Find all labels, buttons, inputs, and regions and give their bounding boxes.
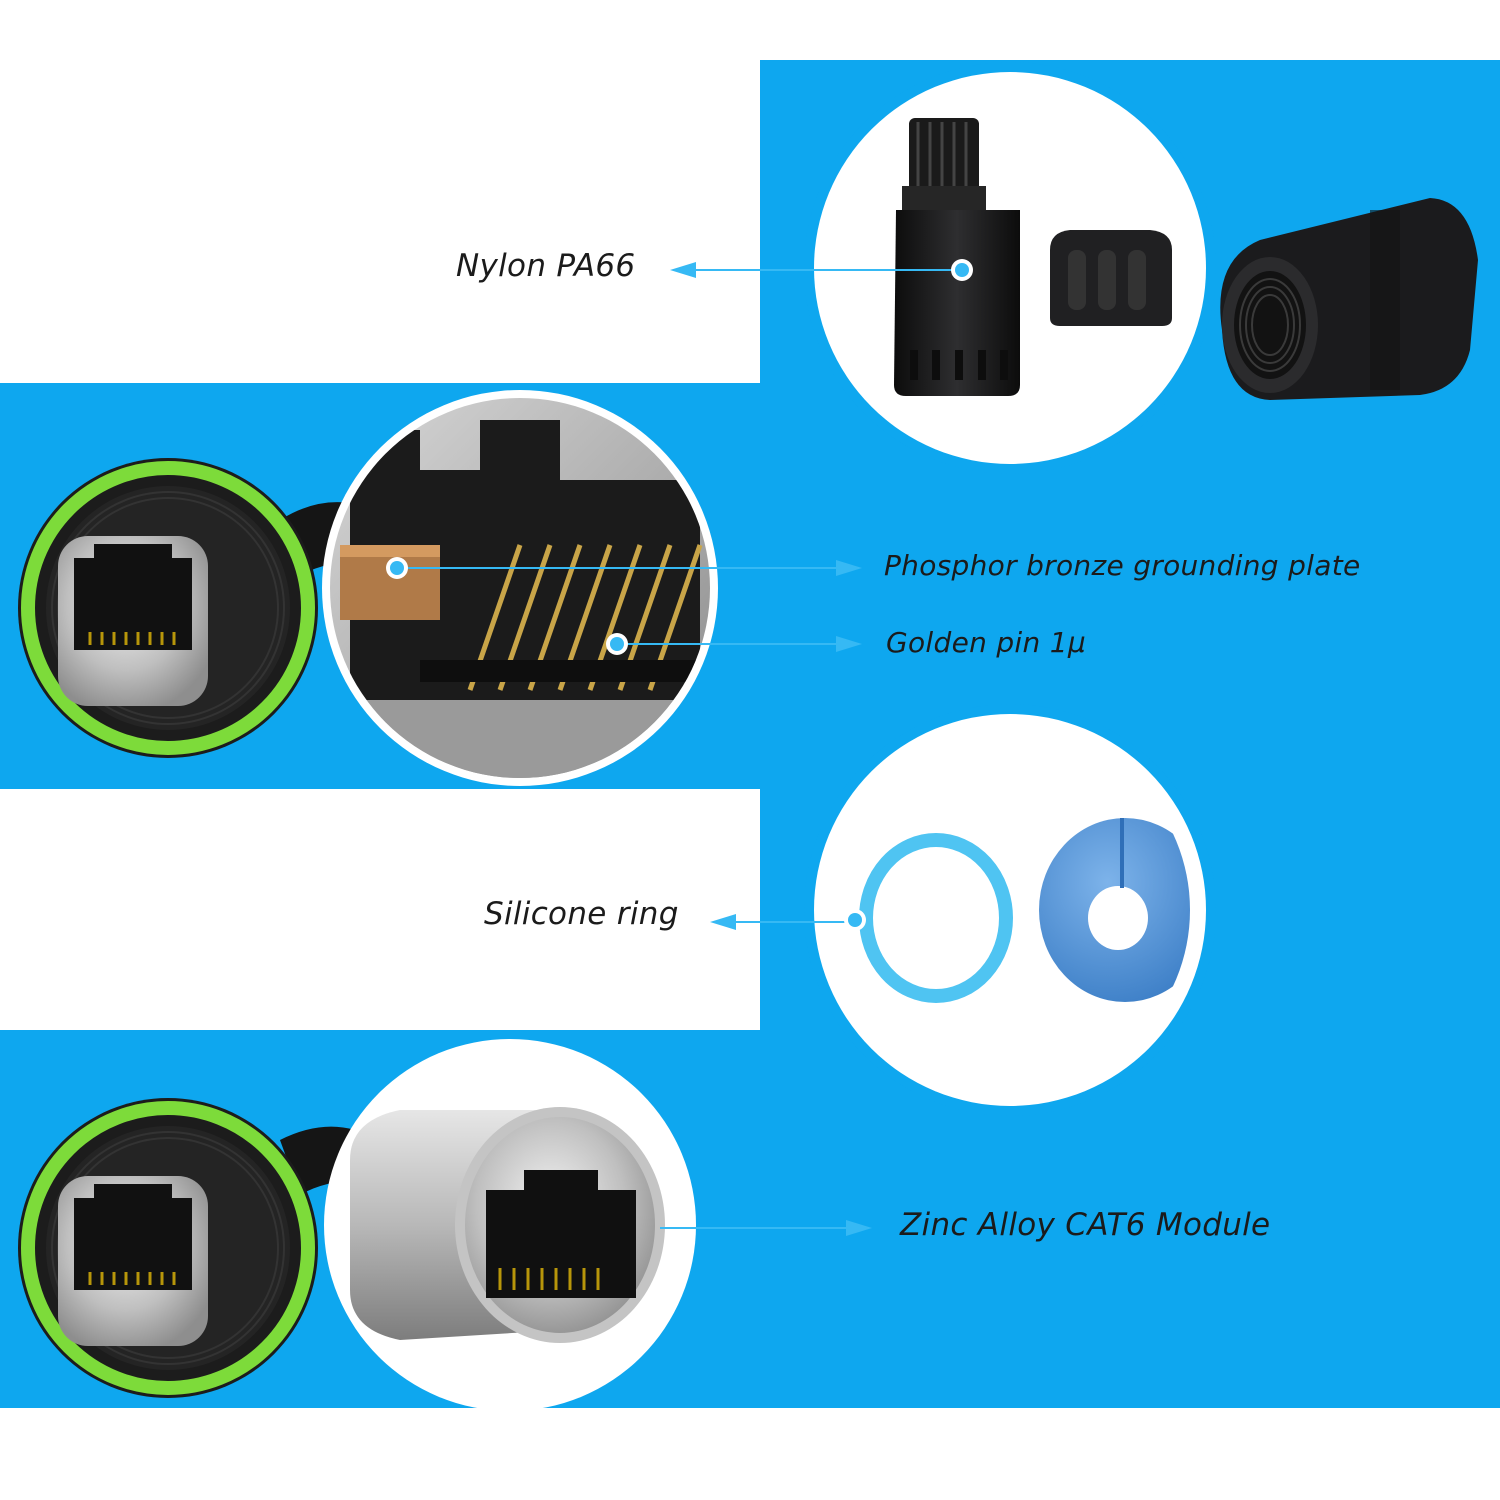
grounding-plate bbox=[340, 545, 440, 620]
panel-connector-bottom-image bbox=[18, 1098, 365, 1398]
nylon-gland-image bbox=[894, 118, 1172, 396]
arrowhead-icon bbox=[670, 262, 696, 278]
callout-dot-icon bbox=[390, 561, 404, 575]
callout-dot-icon bbox=[610, 637, 624, 651]
grommet-image bbox=[1039, 818, 1190, 1002]
arrowhead-icon bbox=[710, 914, 736, 930]
label-silicone-ring: Silicone ring bbox=[484, 896, 679, 932]
rj45-macro-image bbox=[330, 398, 710, 778]
coupler-image bbox=[1220, 198, 1478, 400]
arrowhead-icon bbox=[836, 560, 862, 576]
label-nylon: Nylon PA66 bbox=[456, 248, 636, 284]
callout-dot-icon bbox=[955, 263, 969, 277]
callout-dot-icon bbox=[848, 913, 862, 927]
zinc-module-image bbox=[350, 1107, 665, 1343]
panel-connector-image bbox=[18, 458, 370, 758]
label-grounding-plate: Phosphor bronze grounding plate bbox=[884, 549, 1361, 582]
silicone-ring-image bbox=[859, 833, 1013, 1003]
arrowhead-icon bbox=[846, 1220, 872, 1236]
label-golden-pin: Golden pin 1μ bbox=[886, 626, 1086, 659]
arrowhead-icon bbox=[836, 636, 862, 652]
label-zinc-module: Zinc Alloy CAT6 Module bbox=[900, 1207, 1271, 1243]
